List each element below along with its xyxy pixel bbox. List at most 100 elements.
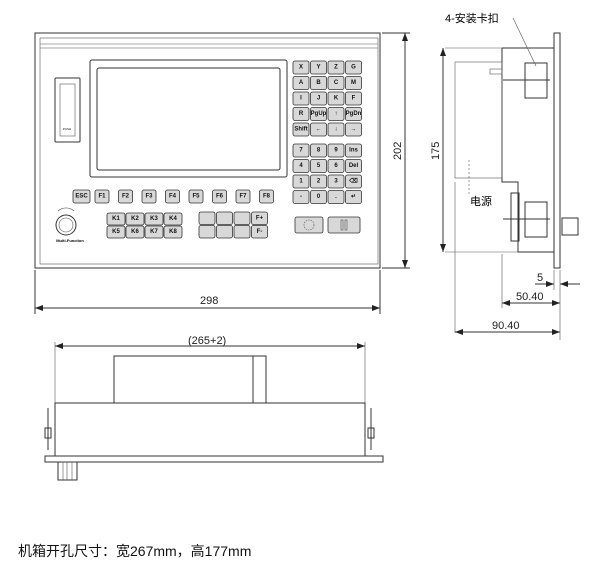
num-key-3-3 xyxy=(345,190,362,204)
pause-button xyxy=(327,216,361,234)
side-height-dimension: 175 xyxy=(430,142,442,160)
bottom-width-dimension: (265+2) xyxy=(188,335,226,347)
dim-90-40: 90.40 xyxy=(492,320,520,332)
key-0-0 xyxy=(292,60,310,75)
num-key-1-2-label: 6 xyxy=(334,163,338,169)
bottom-body xyxy=(54,402,366,457)
key-2-3-label: F xyxy=(352,96,356,102)
fkey-f7-label: F7 xyxy=(239,194,247,200)
multi-function-knob xyxy=(55,214,77,236)
side-view: 175 4-安装卡扣 电源 5 50.40 90.40 xyxy=(430,11,580,340)
num-key-0-1 xyxy=(310,143,327,158)
kkey-k4-label: K4 xyxy=(169,216,177,222)
num-key-1-2 xyxy=(327,159,345,173)
side-front-plate xyxy=(553,32,561,269)
key-1-0 xyxy=(292,76,310,90)
num-key-0-2 xyxy=(327,143,345,158)
num-key-3-0-label: - xyxy=(300,194,302,200)
dim-50-40: 50.40 xyxy=(516,291,544,303)
key-3-1-label: PgUp xyxy=(311,111,327,117)
func-key-1-3-label: F- xyxy=(257,229,263,235)
num-key-2-0-label: 1 xyxy=(299,179,303,185)
fkey-f1-label: F1 xyxy=(98,194,106,200)
num-key-0-2-label: 9 xyxy=(334,148,338,154)
key-0-0-label: X xyxy=(299,65,303,71)
num-key-2-1 xyxy=(310,174,327,189)
fkey-f5-label: F5 xyxy=(192,194,200,200)
num-key-1-0 xyxy=(292,159,310,173)
key-4-0 xyxy=(292,122,310,137)
num-key-0-3-label: Ins xyxy=(349,148,358,154)
kkey-k4 xyxy=(163,212,183,226)
key-1-3 xyxy=(345,76,362,90)
kkey-k7-label: K7 xyxy=(150,229,158,235)
fkey-f5 xyxy=(188,189,204,204)
num-key-1-3 xyxy=(345,159,362,173)
num-key-2-3 xyxy=(345,174,362,189)
key-1-0-label: A xyxy=(299,80,304,86)
num-key-2-3-label: ⌫ xyxy=(348,178,358,185)
kkey-k1 xyxy=(106,212,126,226)
num-key-3-1-label: 0 xyxy=(317,194,321,200)
key-0-2-label: Z xyxy=(334,65,338,71)
num-key-2-2 xyxy=(327,174,345,189)
key-3-0 xyxy=(292,107,310,121)
key-4-3-label: → xyxy=(351,127,357,133)
num-key-1-1-label: 5 xyxy=(317,163,321,169)
num-key-0-0-label: 7 xyxy=(299,148,303,154)
fkey-f6-label: F6 xyxy=(216,194,224,200)
clip-label: 4-安装卡扣 xyxy=(445,11,499,25)
key-1-1 xyxy=(310,76,327,90)
fkey-esc xyxy=(72,189,91,204)
func-key-0-3 xyxy=(251,211,268,225)
fkey-f8-label: F8 xyxy=(263,194,271,200)
kkey-k7 xyxy=(144,225,164,239)
kkey-k5-label: K5 xyxy=(112,229,120,235)
fkey-f3-label: F3 xyxy=(145,194,153,200)
lcd-screen-frame xyxy=(89,59,288,178)
key-0-1-label: Y xyxy=(316,65,320,71)
func-key-1-2 xyxy=(233,225,251,239)
num-key-0-3 xyxy=(345,143,362,158)
kkey-k1-label: K1 xyxy=(112,216,120,222)
kkey-k3 xyxy=(144,212,164,226)
power-label: 电源 xyxy=(470,194,492,208)
height-dimension: 202 xyxy=(392,142,404,160)
kkey-k8 xyxy=(163,225,183,239)
key-3-2 xyxy=(327,107,345,121)
num-key-3-2 xyxy=(327,190,345,204)
key-4-1-label: ← xyxy=(316,127,322,133)
func-key-0-2 xyxy=(233,211,251,225)
key-2-1 xyxy=(310,91,327,106)
key-1-2-label: C xyxy=(334,80,339,86)
key-4-2 xyxy=(327,122,345,137)
num-key-0-0 xyxy=(292,143,310,158)
num-key-2-2-label: 3 xyxy=(334,179,338,185)
func-key-0-1 xyxy=(216,211,233,225)
func-key-1-0 xyxy=(198,225,216,239)
kkey-k2 xyxy=(125,212,145,226)
func-key-0-0 xyxy=(198,211,216,225)
kkey-k2-label: K2 xyxy=(131,216,139,222)
key-0-3-label: G xyxy=(351,65,356,71)
key-3-0-label: R xyxy=(299,111,304,117)
key-0-3 xyxy=(345,60,362,75)
fkey-f6 xyxy=(212,189,227,204)
key-4-2-label: ↓ xyxy=(335,127,338,133)
num-key-2-0 xyxy=(292,174,310,189)
bottom-front-plate xyxy=(44,455,384,463)
num-key-0-1-label: 8 xyxy=(317,148,321,154)
power-box xyxy=(454,61,503,179)
key-4-3 xyxy=(345,122,362,137)
func-key-0-3-label: F+ xyxy=(256,215,264,221)
fkey-f4 xyxy=(165,189,180,204)
num-key-3-3-label: ↵ xyxy=(351,194,356,200)
fkey-f8 xyxy=(259,189,274,204)
side-knob xyxy=(561,217,579,236)
num-key-3-1 xyxy=(310,190,327,204)
kkey-k6-label: K6 xyxy=(131,229,139,235)
func-key-1-1 xyxy=(216,225,233,239)
kkey-k5 xyxy=(106,225,126,239)
fkey-f2 xyxy=(118,189,133,204)
